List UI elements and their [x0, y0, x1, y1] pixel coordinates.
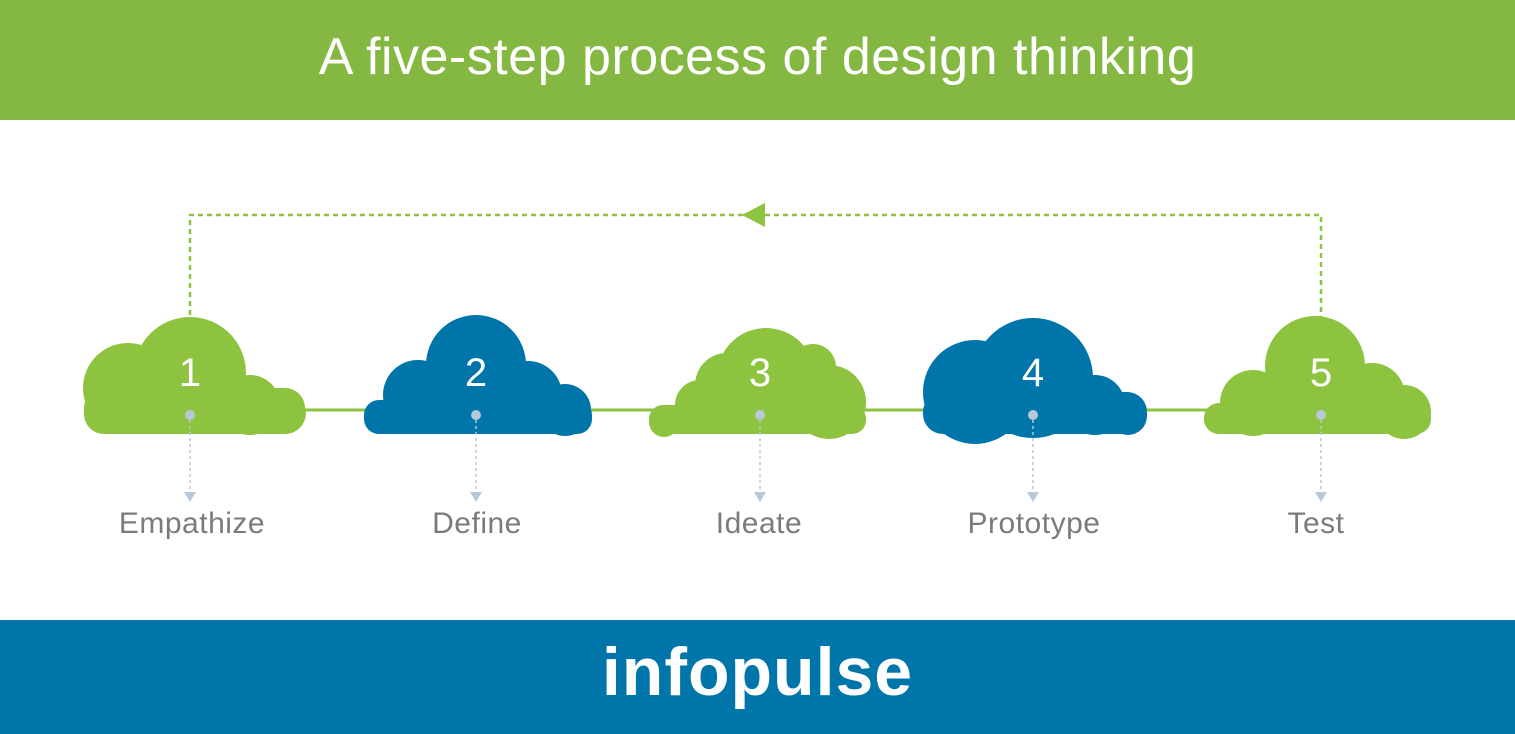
step-1-label: Empathize	[118, 507, 266, 540]
feedback-loop-line	[188, 213, 1323, 320]
page-title: A five-step process of design thinking	[318, 28, 1197, 86]
step-3-number: 3	[748, 351, 772, 395]
step-2-pointer	[470, 410, 482, 502]
step-4-pointer	[1027, 410, 1039, 502]
cloud-step-1	[83, 317, 306, 435]
down-arrow-icon	[754, 492, 766, 502]
step-1-pointer	[184, 410, 196, 502]
down-arrow-icon	[470, 492, 482, 502]
footer-banner: infopulse	[0, 620, 1515, 734]
down-arrow-icon	[1027, 492, 1039, 502]
diagram-graphics	[83, 203, 1431, 502]
step-5-label: Test	[1287, 507, 1345, 540]
step-3-pointer	[754, 410, 766, 502]
step-5-number: 5	[1309, 351, 1333, 395]
step-2-number: 2	[464, 351, 488, 395]
step-5-pointer	[1315, 410, 1327, 502]
cloud-step-3	[649, 328, 866, 439]
step-4-number: 4	[1021, 351, 1045, 395]
title-banner: A five-step process of design thinking	[0, 0, 1515, 120]
step-3-label: Ideate	[715, 507, 803, 540]
brand-logo: infopulse	[601, 634, 914, 710]
down-arrow-icon	[184, 492, 196, 502]
step-2-label: Define	[432, 507, 522, 540]
feedback-arrow-icon	[742, 203, 765, 227]
down-arrow-icon	[1315, 492, 1327, 502]
step-1-number: 1	[178, 351, 202, 395]
process-diagram: 1 2 3 4 5 Empathize Define Ideate Protot…	[0, 120, 1515, 620]
step-4-label: Prototype	[967, 507, 1101, 540]
